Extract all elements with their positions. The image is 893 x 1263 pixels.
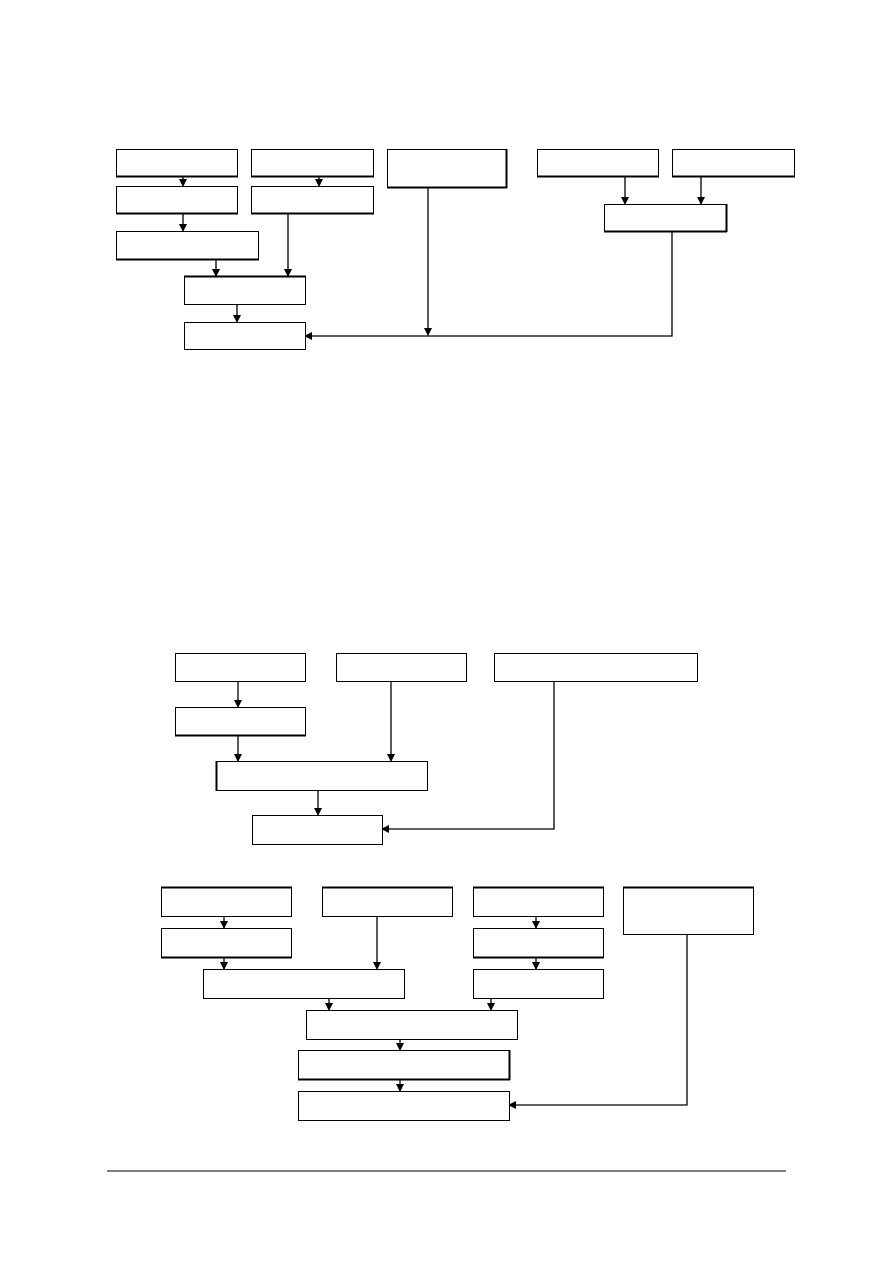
flow-box-k9 bbox=[306, 1010, 518, 1040]
flow-box-k11 bbox=[298, 1091, 510, 1121]
flow-box-k2 bbox=[322, 886, 453, 917]
arrow-m3-to-m6 bbox=[381, 681, 555, 833]
box-outline bbox=[604, 204, 727, 232]
flow-box-k7 bbox=[203, 969, 405, 999]
box-outline bbox=[161, 887, 292, 917]
flow-box-m5 bbox=[215, 761, 428, 791]
box-outline bbox=[473, 887, 604, 917]
box-outline bbox=[251, 149, 374, 177]
flow-box-k6 bbox=[473, 928, 604, 959]
box-outline bbox=[116, 186, 238, 214]
arrow-k4-to-k11 bbox=[508, 934, 688, 1109]
box-outline bbox=[175, 653, 306, 682]
box-outline bbox=[216, 761, 428, 791]
flow-box-k1 bbox=[161, 886, 292, 917]
edges-layer bbox=[179, 176, 705, 1109]
flowchart-1 bbox=[116, 149, 795, 350]
arrow-n11-to-n8 bbox=[304, 231, 673, 340]
flow-box-k8 bbox=[473, 969, 604, 999]
box-outline bbox=[116, 231, 259, 260]
flow-box-m3 bbox=[494, 653, 698, 682]
box-outline bbox=[298, 1050, 510, 1080]
flow-box-n5 bbox=[251, 186, 374, 215]
flow-box-k3 bbox=[473, 886, 604, 917]
box-outline bbox=[161, 928, 292, 958]
flow-box-n6 bbox=[116, 231, 259, 261]
flow-box-n3 bbox=[387, 149, 508, 189]
box-outline bbox=[387, 149, 507, 188]
flow-box-n1 bbox=[116, 149, 238, 178]
flow-box-m1 bbox=[175, 653, 306, 682]
flow-box-k5 bbox=[161, 928, 292, 959]
flow-box-m6 bbox=[252, 815, 383, 845]
box-outline bbox=[203, 969, 405, 999]
flow-box-n8 bbox=[184, 322, 306, 350]
box-outline bbox=[175, 707, 306, 736]
box-outline bbox=[473, 969, 604, 999]
box-outline bbox=[306, 1010, 518, 1040]
flow-box-k10 bbox=[298, 1050, 511, 1081]
flow-box-n10 bbox=[672, 149, 795, 178]
box-outline bbox=[116, 149, 238, 177]
box-outline bbox=[322, 887, 453, 917]
box-outline bbox=[672, 149, 795, 177]
nodes-layer bbox=[116, 149, 795, 1121]
box-outline bbox=[473, 928, 604, 958]
box-outline bbox=[298, 1091, 510, 1121]
box-outline bbox=[251, 186, 374, 214]
flow-box-n11 bbox=[604, 204, 728, 233]
box-outline bbox=[623, 887, 754, 935]
flowchart-3 bbox=[161, 886, 754, 1121]
flow-box-k4 bbox=[623, 886, 754, 935]
flowchart-2 bbox=[175, 653, 698, 845]
box-outline bbox=[537, 149, 659, 177]
box-outline bbox=[252, 815, 383, 845]
box-outline bbox=[184, 322, 306, 350]
box-outline bbox=[184, 276, 306, 305]
flow-box-n9 bbox=[537, 149, 659, 178]
flow-box-n4 bbox=[116, 186, 238, 215]
flow-box-m4 bbox=[175, 707, 306, 737]
flow-box-n7 bbox=[184, 275, 306, 305]
box-outline bbox=[336, 653, 467, 682]
flow-box-m2 bbox=[336, 653, 467, 682]
flow-box-n2 bbox=[251, 149, 374, 178]
box-outline bbox=[494, 653, 698, 682]
